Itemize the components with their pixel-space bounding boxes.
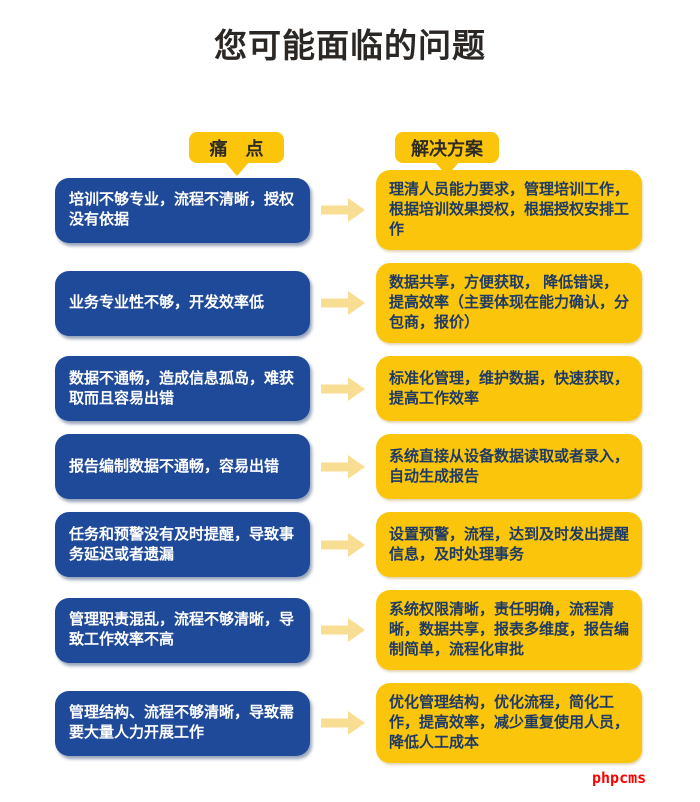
problem-row: 管理职责混乱，流程不够清晰，导致工作效率不高 系统权限清晰，责任明确，流程清晰，… xyxy=(55,590,645,670)
problem-row: 业务专业性不够，开发效率低 数据共享，方便获取， 降低错误，提高效率（主要体现在… xyxy=(55,263,645,343)
solution-box: 设置预警，流程，达到及时发出提醒信息，及时处理事务 xyxy=(376,512,642,577)
solution-box: 理清人员能力要求，管理培训工作，根据培训效果授权，根据授权安排工作 xyxy=(376,170,642,250)
right-arrow-icon xyxy=(310,454,376,480)
solution-box: 标准化管理，维护数据，快速获取，提高工作效率 xyxy=(376,356,642,421)
pain-point-box: 报告编制数据不通畅，容易出错 xyxy=(55,434,310,499)
phpcms-watermark: phpcms xyxy=(592,769,647,787)
page-title: 您可能面临的问题 xyxy=(214,27,486,64)
pain-point-box: 管理职责混乱，流程不够清晰，导致工作效率不高 xyxy=(55,597,310,663)
problem-solution-list: 培训不够专业，流程不清晰，授权没有依据 理清人员能力要求，管理培训工作，根据培训… xyxy=(55,170,645,776)
pain-point-box: 业务专业性不够，开发效率低 xyxy=(55,270,310,336)
right-arrow-icon xyxy=(310,376,376,402)
pain-point-box: 数据不通畅，造成信息孤岛，难获取而且容易出错 xyxy=(55,356,310,421)
solution-header-badge: 解决方案 xyxy=(395,132,499,176)
pain-point-box: 管理结构、流程不够清晰，导致需要大量人力开展工作 xyxy=(55,690,310,756)
right-arrow-icon xyxy=(310,532,376,558)
pain-point-box: 任务和预警没有及时提醒，导致事务延迟或者遗漏 xyxy=(55,512,310,577)
solution-box: 优化管理结构，优化流程，简化工作，提高效率，减少重复使用人员，降低人工成本 xyxy=(376,683,642,763)
problem-row: 任务和预警没有及时提醒，导致事务延迟或者遗漏 设置预警，流程，达到及时发出提醒信… xyxy=(55,512,645,577)
pain-point-box: 培训不够专业，流程不清晰，授权没有依据 xyxy=(55,177,310,243)
solution-header-label: 解决方案 xyxy=(411,138,483,159)
right-arrow-icon xyxy=(310,617,376,643)
solution-box: 数据共享，方便获取， 降低错误，提高效率（主要体现在能力确认，分包商，报价） xyxy=(376,263,642,343)
right-arrow-icon xyxy=(310,197,376,223)
problem-row: 管理结构、流程不够清晰，导致需要大量人力开展工作 优化管理结构，优化流程，简化工… xyxy=(55,683,645,763)
pain-header-label: 痛 点 xyxy=(209,138,264,159)
solution-box: 系统直接从设备数据读取或者录入，自动生成报告 xyxy=(376,434,642,499)
right-arrow-icon xyxy=(310,290,376,316)
problem-row: 培训不够专业，流程不清晰，授权没有依据 理清人员能力要求，管理培训工作，根据培训… xyxy=(55,170,645,250)
pain-header-badge: 痛 点 xyxy=(189,132,284,176)
problem-row: 报告编制数据不通畅，容易出错 系统直接从设备数据读取或者录入，自动生成报告 xyxy=(55,434,645,499)
solution-box: 系统权限清晰，责任明确，流程清晰，数据共享，报表多维度，报告编制简单，流程化审批 xyxy=(376,590,642,670)
pointer-down-icon xyxy=(223,161,250,176)
right-arrow-icon xyxy=(310,710,376,736)
problem-row: 数据不通畅，造成信息孤岛，难获取而且容易出错 标准化管理，维护数据，快速获取，提… xyxy=(55,356,645,421)
